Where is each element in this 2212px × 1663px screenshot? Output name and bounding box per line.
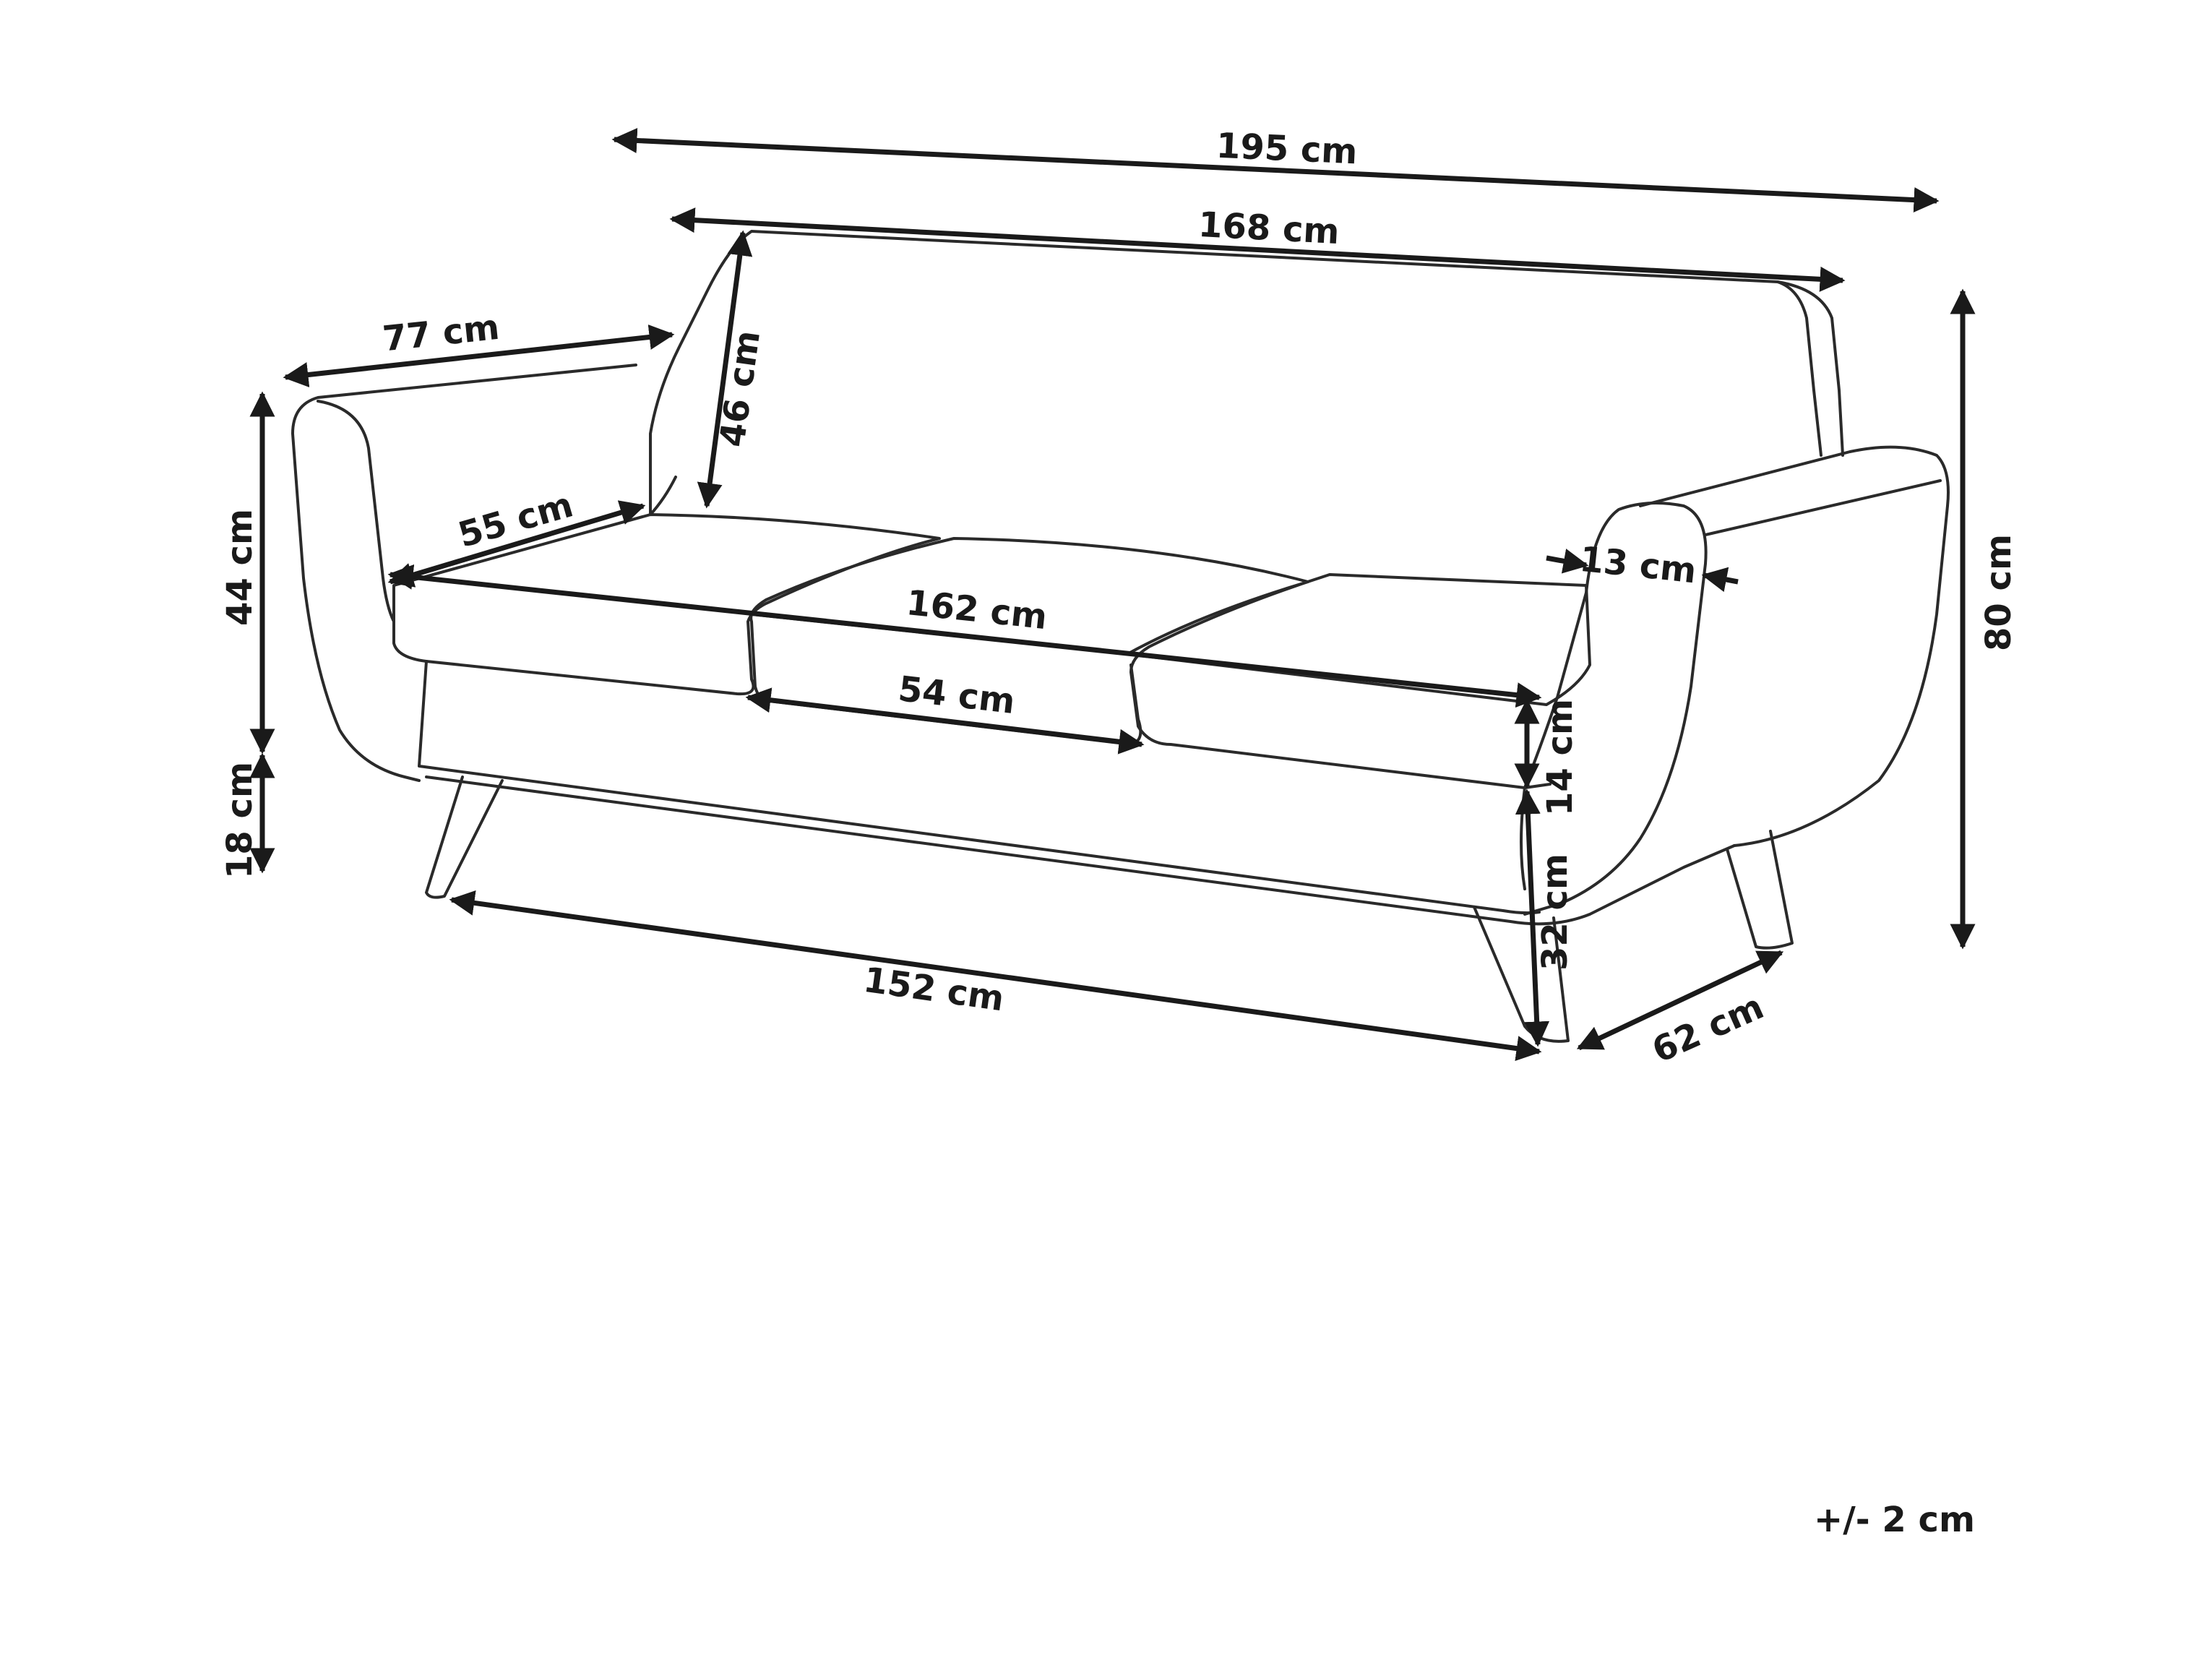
label-backrest-width: 168 cm <box>1197 205 1340 252</box>
label-cushion-width: 54 cm <box>896 669 1017 722</box>
label-overall-width: 195 cm <box>1215 126 1359 173</box>
sofa-outline <box>291 230 1950 1043</box>
dim-line-armrest-width-right <box>1701 567 1739 593</box>
sofa-leg-back-right <box>1726 830 1794 950</box>
tolerance-note: +/- 2 cm <box>1814 1500 1975 1540</box>
dim-line-leg-span-width <box>449 890 1542 1061</box>
label-backrest-height: 46 cm <box>712 328 768 450</box>
dim-line-overall-width <box>611 127 1940 213</box>
label-cushion-height: 14 cm <box>1540 699 1580 816</box>
label-armrest-width: 13 cm <box>1578 539 1698 592</box>
dim-line-overall-depth <box>283 325 675 387</box>
sofa-right-arm <box>1523 502 1708 916</box>
dimension-lines <box>249 127 1976 1061</box>
dimension-labels: 195 cm 168 cm 77 cm 46 cm 55 cm 162 cm 5… <box>220 126 2019 1071</box>
label-seat-width: 162 cm <box>905 583 1049 637</box>
label-overall-height: 80 cm <box>1979 534 2019 651</box>
dim-line-leg-span-depth <box>1576 950 1784 1051</box>
dim-line-cushion-width <box>745 687 1145 755</box>
label-leg-span-width: 152 cm <box>861 960 1007 1020</box>
seat-cushion-right <box>1126 573 1591 789</box>
label-leg-height: 18 cm <box>220 762 260 879</box>
sofa-leg-front-left <box>425 775 504 899</box>
label-overall-depth: 77 cm <box>381 307 502 360</box>
sofa-left-arm <box>291 364 637 782</box>
sofa-backrest <box>649 230 1844 516</box>
label-seat-height: 32 cm <box>1535 854 1575 971</box>
dim-line-backrest-height <box>697 230 753 509</box>
dim-line-backrest-width <box>669 207 1846 292</box>
label-armrest-height: 44 cm <box>220 509 260 626</box>
dim-line-seat-width <box>387 564 1542 708</box>
label-leg-span-depth: 62 cm <box>1646 987 1770 1071</box>
dim-line-armrest-width-left <box>1546 549 1589 574</box>
